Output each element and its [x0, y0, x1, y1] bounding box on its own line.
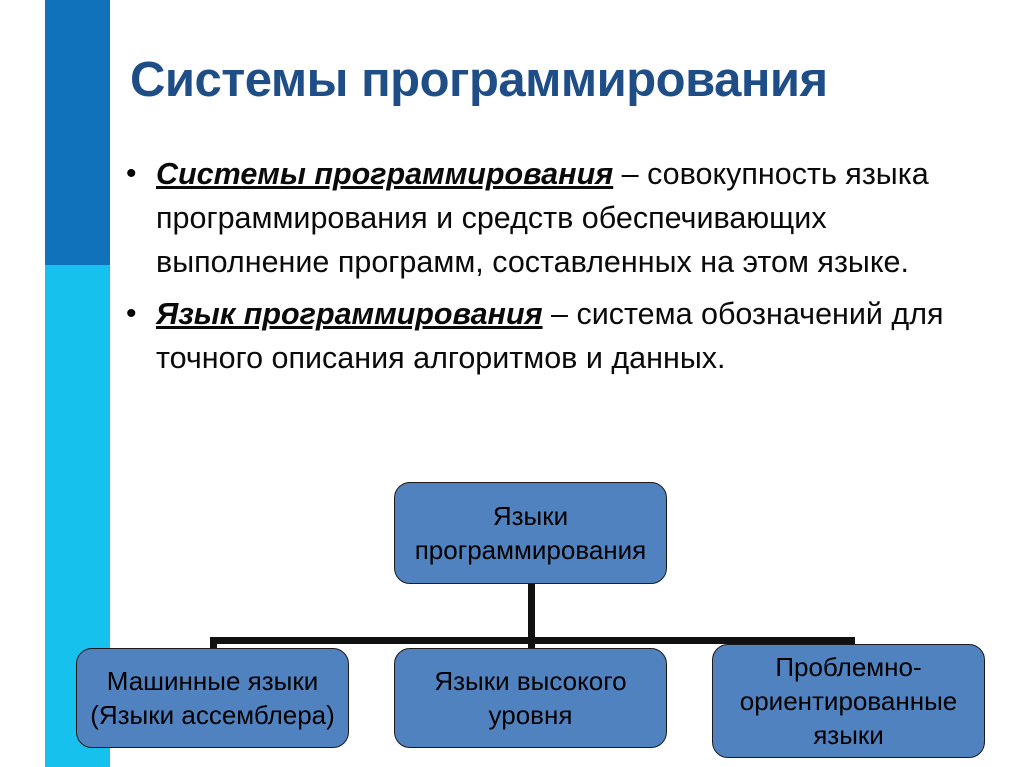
list-item: • Язык программирования – система обозна…	[122, 292, 982, 380]
list-item-term: Язык программирования	[156, 297, 543, 331]
list-item-term: Системы программирования	[156, 157, 614, 191]
left-accent-bar-dark	[45, 0, 110, 265]
list-item-text: Системы программирования – совокупность …	[156, 152, 982, 284]
diagram-node-root: Языки программирования	[394, 482, 667, 584]
page-title: Системы программирования	[130, 53, 828, 107]
list-item-definition: – совокупность языка программирования и …	[156, 157, 929, 279]
list-item: • Системы программирования – совокупност…	[122, 152, 982, 284]
connector-stem	[528, 584, 535, 644]
diagram-node-problem-oriented-languages: Проблемно- ориентированные языки	[712, 644, 985, 758]
diagram-node-machine-languages: Машинные языки (Языки ассемблера)	[76, 648, 349, 748]
list-item-definition: – система обозначений для точного описан…	[156, 297, 944, 375]
connector-rail	[210, 637, 855, 644]
diagram-node-problem-oriented-languages-label: Проблемно- ориентированные языки	[739, 652, 958, 750]
diagram-node-high-level-languages: Языки высокого уровня	[394, 648, 667, 748]
bullet-marker-icon: •	[126, 297, 137, 330]
bullet-list: • Системы программирования – совокупност…	[122, 152, 982, 388]
diagram-node-root-label: Языки программирования	[414, 501, 647, 565]
bullet-marker-icon: •	[126, 157, 137, 190]
diagram-node-machine-languages-label: Машинные языки (Языки ассемблера)	[90, 666, 335, 730]
list-item-text: Язык программирования – система обозначе…	[156, 292, 982, 380]
diagram-node-high-level-languages-label: Языки высокого уровня	[434, 666, 627, 730]
